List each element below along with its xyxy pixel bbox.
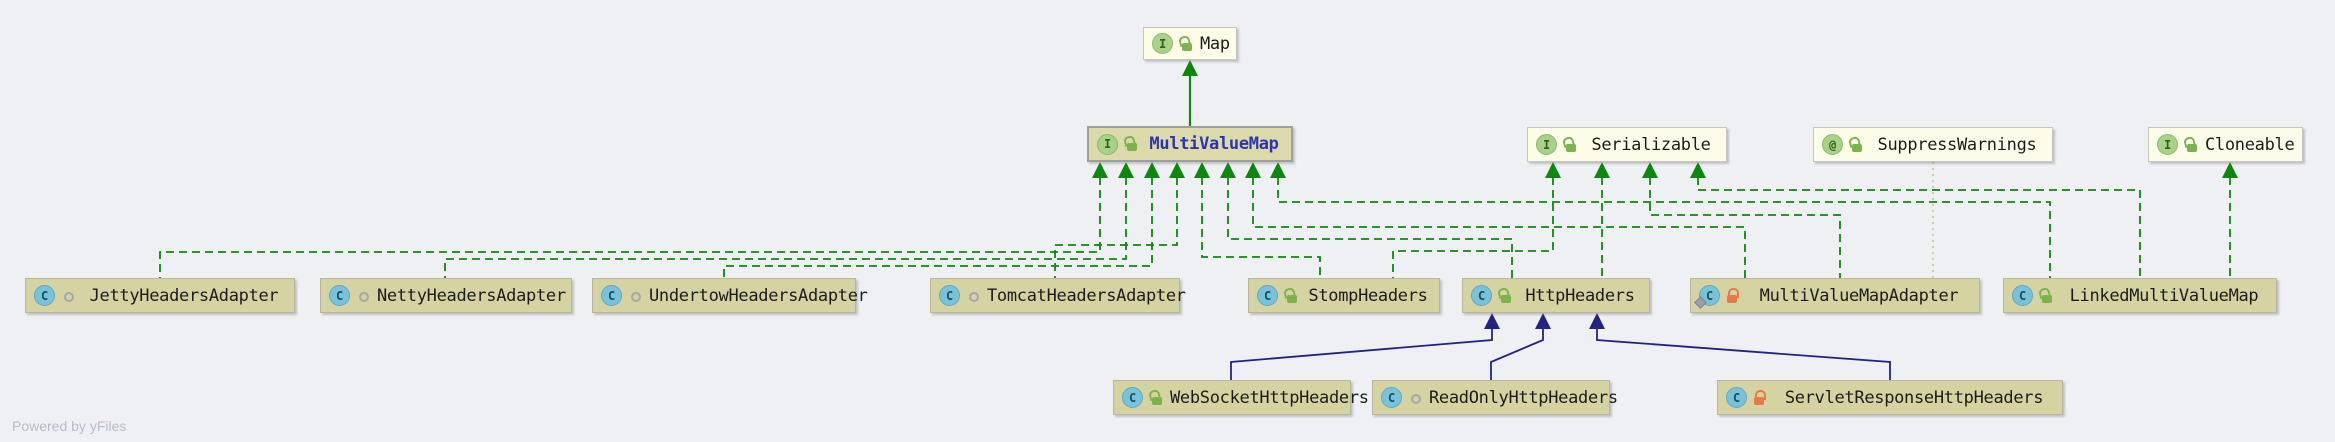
class-icon: C bbox=[1257, 285, 1278, 306]
edge-servletresponse-extends-httpheaders bbox=[1589, 313, 1891, 380]
node-servletresponsehttpheaders[interactable]: C ServletResponseHttpHeaders bbox=[1717, 380, 2063, 415]
edge-mvmadapter-implements-multivaluemap bbox=[1245, 162, 1746, 278]
private-visibility-icon bbox=[1726, 287, 1741, 304]
node-suppresswarnings[interactable]: @ SuppressWarnings bbox=[1813, 127, 2053, 162]
class-icon: C bbox=[2012, 285, 2033, 306]
edge-stomp-implements-multivaluemap bbox=[1194, 162, 1321, 278]
class-icon: C bbox=[1471, 285, 1492, 306]
edge-netty-implements-multivaluemap bbox=[444, 162, 1134, 278]
public-visibility-icon bbox=[2037, 286, 2054, 304]
package-visibility-icon bbox=[61, 288, 76, 304]
interface-icon: I bbox=[1097, 133, 1118, 155]
node-label: Map bbox=[1200, 33, 1230, 54]
edge-mvmadapter-implements-serializable bbox=[1642, 162, 1841, 278]
package-visibility-icon bbox=[1408, 390, 1423, 406]
node-label: JettyHeadersAdapter bbox=[89, 285, 279, 306]
public-visibility-icon bbox=[1496, 286, 1513, 304]
node-label: UndertowHeadersAdapter bbox=[649, 285, 868, 306]
node-label: MultiValueMapAdapter bbox=[1759, 285, 1959, 306]
yfiles-watermark: Powered by yFiles bbox=[12, 418, 127, 434]
edge-stomp-implements-serializable bbox=[1392, 162, 1561, 278]
node-label: TomcatHeadersAdapter bbox=[987, 285, 1186, 306]
annotation-icon: @ bbox=[1822, 134, 1843, 155]
edge-websocket-extends-httpheaders bbox=[1230, 313, 1500, 380]
node-label: Cloneable bbox=[2205, 134, 2295, 155]
node-label: ServletResponseHttpHeaders bbox=[1784, 387, 2044, 408]
class-icon: C bbox=[34, 285, 55, 306]
node-label: NettyHeadersAdapter bbox=[377, 285, 566, 306]
private-visibility-icon bbox=[1753, 389, 1768, 406]
public-visibility-icon bbox=[1147, 388, 1164, 406]
node-serializable[interactable]: I Serializable bbox=[1527, 127, 1727, 162]
edge-linkedmvm-implements-serializable bbox=[1690, 162, 2141, 278]
package-visibility-icon bbox=[966, 288, 981, 304]
package-visibility-icon bbox=[356, 288, 371, 304]
interface-icon: I bbox=[1536, 134, 1557, 155]
class-icon: C bbox=[1122, 387, 1143, 408]
edge-readonly-extends-httpheaders bbox=[1490, 313, 1551, 380]
node-nettyheadersadapter[interactable]: C NettyHeadersAdapter bbox=[320, 278, 572, 313]
public-visibility-icon bbox=[1282, 286, 1299, 304]
edge-http-implements-serializable bbox=[1594, 162, 1610, 278]
package-visibility-icon bbox=[628, 288, 643, 304]
public-visibility-icon bbox=[2182, 135, 2199, 153]
node-label: MultiValueMap bbox=[1149, 134, 1279, 154]
node-map[interactable]: I Map bbox=[1143, 27, 1237, 60]
node-readonlyhttpheaders[interactable]: C ReadOnlyHttpHeaders bbox=[1372, 380, 1618, 415]
class-icon: C bbox=[1726, 387, 1747, 408]
class-sub-marker-icon bbox=[1694, 296, 1707, 309]
interface-icon: I bbox=[2157, 134, 2178, 155]
class-icon: C bbox=[329, 285, 350, 306]
node-multivaluemapadapter[interactable]: C MultiValueMapAdapter bbox=[1690, 278, 1980, 313]
node-label: ReadOnlyHttpHeaders bbox=[1429, 387, 1618, 408]
node-label: HttpHeaders bbox=[1525, 285, 1635, 306]
node-label: SuppressWarnings bbox=[1877, 134, 2037, 155]
node-stompheaders[interactable]: C StompHeaders bbox=[1248, 278, 1440, 313]
edge-multivaluemap-extends-map bbox=[1182, 60, 1198, 126]
node-linkedmultivaluemap[interactable]: C LinkedMultiValueMap bbox=[2003, 278, 2277, 313]
class-icon: C bbox=[1381, 387, 1402, 408]
node-label: StompHeaders bbox=[1308, 285, 1428, 306]
public-visibility-icon bbox=[1177, 34, 1194, 52]
class-icon: C bbox=[1694, 285, 1720, 309]
node-jettyheadersadapter[interactable]: C JettyHeadersAdapter bbox=[25, 278, 295, 313]
class-icon: C bbox=[939, 285, 960, 306]
edge-jetty-implements-multivaluemap bbox=[159, 162, 1108, 278]
node-undertowheadersadapter[interactable]: C UndertowHeadersAdapter bbox=[592, 278, 868, 313]
node-label: LinkedMultiValueMap bbox=[2069, 285, 2259, 306]
node-label: WebSocketHttpHeaders bbox=[1170, 387, 1369, 408]
node-label: Serializable bbox=[1591, 134, 1711, 155]
node-cloneable[interactable]: I Cloneable bbox=[2148, 127, 2303, 162]
public-visibility-icon bbox=[1847, 135, 1864, 153]
node-websockethttpheaders[interactable]: C WebSocketHttpHeaders bbox=[1113, 380, 1369, 415]
node-httpheaders[interactable]: C HttpHeaders bbox=[1462, 278, 1650, 313]
edge-undertow-implements-multivaluemap bbox=[723, 162, 1160, 278]
public-visibility-icon bbox=[1122, 134, 1139, 152]
public-visibility-icon bbox=[1561, 135, 1578, 153]
node-tomcatheadersadapter[interactable]: C TomcatHeadersAdapter bbox=[930, 278, 1186, 313]
edge-linkedmvm-implements-multivaluemap bbox=[1270, 162, 2051, 278]
node-multivaluemap[interactable]: I MultiValueMap bbox=[1087, 126, 1293, 162]
interface-icon: I bbox=[1152, 33, 1173, 54]
class-icon: C bbox=[601, 285, 622, 306]
edge-tomcat-implements-multivaluemap bbox=[1054, 162, 1185, 278]
edge-http-implements-multivaluemap bbox=[1220, 162, 1513, 278]
edge-linkedmvm-implements-cloneable bbox=[2222, 162, 2238, 278]
